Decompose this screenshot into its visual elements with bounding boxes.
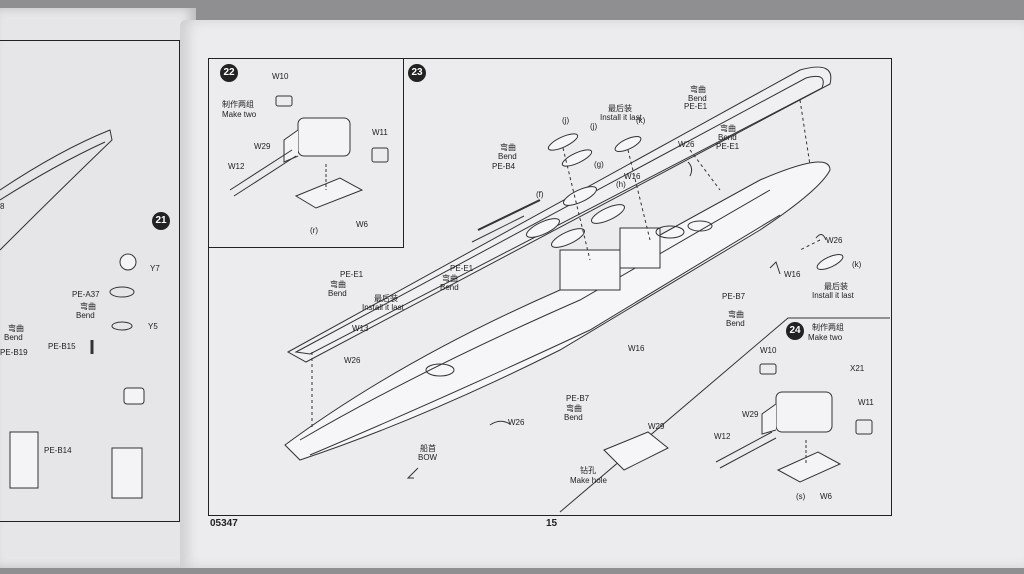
s23-bend-e1c: Bend <box>328 289 347 298</box>
main-frame <box>208 58 892 516</box>
s23-k2: (k) <box>852 260 862 269</box>
s23-w26-d: W26 <box>508 418 525 427</box>
s22-w29: W29 <box>254 142 271 151</box>
s23-w29: W29 <box>648 422 665 431</box>
s23-bend-b7a: Bend <box>726 319 745 328</box>
s23-bow-cn: 船首 <box>420 444 436 453</box>
s23-bend-e1c-cn: 弯曲 <box>330 280 346 289</box>
s24-w11: W11 <box>858 398 874 407</box>
s23-pe-b7b: PE-B7 <box>566 394 590 403</box>
catalog-code: 05347 <box>210 518 238 529</box>
step-24-badge: 24 <box>786 322 804 340</box>
s24-x21: X21 <box>850 364 865 373</box>
s23-pe-e1d: PE-E1 <box>450 264 474 273</box>
s23-install: Install it last <box>600 113 642 122</box>
s23-bend-b7b: Bend <box>564 413 583 422</box>
s23-k1: (k) <box>636 116 646 125</box>
step-23-badge: 23 <box>408 64 426 82</box>
s22-r: (r) <box>310 226 318 235</box>
s23-pe-e1b: PE-E1 <box>716 142 740 151</box>
s22-w10: W10 <box>272 72 289 81</box>
s24-w12: W12 <box>714 432 731 441</box>
left-page-frame <box>0 40 180 522</box>
step22-frame <box>208 58 404 248</box>
step-22-badge: 22 <box>220 64 238 82</box>
s24-w29: W29 <box>742 410 759 419</box>
s23-bend-b4-cn: 弯曲 <box>500 143 516 152</box>
label-pe-b14: PE-B14 <box>44 446 72 455</box>
s23-bend-b7a-cn: 弯曲 <box>728 310 744 319</box>
s23-bend-e1a: Bend <box>688 94 707 103</box>
s23-j1: (j) <box>562 116 570 125</box>
s23-w26-a: W26 <box>678 140 695 149</box>
label-y7: Y7 <box>150 264 160 273</box>
s23-w16-b: W16 <box>784 270 801 279</box>
s23-bow: BOW <box>418 453 438 462</box>
label-bend-cn: 弯曲 <box>80 302 96 311</box>
s23-install3: Install it last <box>812 291 854 300</box>
s24-w10: W10 <box>760 346 777 355</box>
step-21-badge: 21 <box>152 212 170 230</box>
s23-bend-b4: Bend <box>498 152 517 161</box>
s23-make-hole: Make hole <box>570 476 607 485</box>
s24-w6: W6 <box>820 492 832 501</box>
s23-w26-c: W26 <box>826 236 843 245</box>
s24-make-two: Make two <box>808 333 843 342</box>
s23-w16-a: W16 <box>624 172 641 181</box>
label-pe-a37: PE-A37 <box>72 290 100 299</box>
s23-w16-c: W16 <box>628 344 645 353</box>
s22-make-two: Make two <box>222 110 257 119</box>
s22-w12: W12 <box>228 162 245 171</box>
s23-bend-e1b-cn: 弯曲 <box>720 124 736 133</box>
s23-pe-b7a: PE-B7 <box>722 292 746 301</box>
s24-make-two-cn: 制作两组 <box>812 323 844 332</box>
label-y5: Y5 <box>148 322 158 331</box>
s23-bend-b7b-cn: 弯曲 <box>566 404 582 413</box>
label-bend: Bend <box>76 311 95 320</box>
label-bend2: Bend <box>4 333 23 342</box>
s22-make-two-cn: 制作两组 <box>222 100 254 109</box>
label-partial-8: 8 <box>0 202 5 211</box>
s23-bend-e1a-cn: 弯曲 <box>690 85 706 94</box>
label-pe-b15: PE-B15 <box>48 342 76 351</box>
s23-pe-e1c: PE-E1 <box>340 270 364 279</box>
label-bend2-cn: 弯曲 <box>8 324 24 333</box>
s22-w11: W11 <box>372 128 388 137</box>
s23-j2: (j) <box>590 122 598 131</box>
s23-pe-e1a: PE-E1 <box>684 102 708 111</box>
s23-w13: W13 <box>352 324 369 333</box>
s23-w26-b: W26 <box>344 356 361 365</box>
s23-install2-cn: 最后装 <box>374 294 398 303</box>
s23-f: (f) <box>536 190 544 199</box>
s23-bend-e1d: Bend <box>440 283 459 292</box>
s23-h: (h) <box>616 180 626 189</box>
s23-install3-cn: 最后装 <box>824 282 848 291</box>
s23-drill-cn: 钻孔 <box>580 466 596 475</box>
s23-install2: Install it last <box>362 303 404 312</box>
s24-s: (s) <box>796 492 806 501</box>
s22-w6: W6 <box>356 220 368 229</box>
label-pe-b19: PE-B19 <box>0 348 28 357</box>
s23-bend-e1b: Bend <box>718 133 737 142</box>
s23-bend-e1d-cn: 弯曲 <box>442 274 458 283</box>
page-number: 15 <box>546 518 558 529</box>
s23-g: (g) <box>594 160 604 169</box>
s23-install-cn: 最后装 <box>608 104 632 113</box>
s23-pe-b4: PE-B4 <box>492 162 516 171</box>
